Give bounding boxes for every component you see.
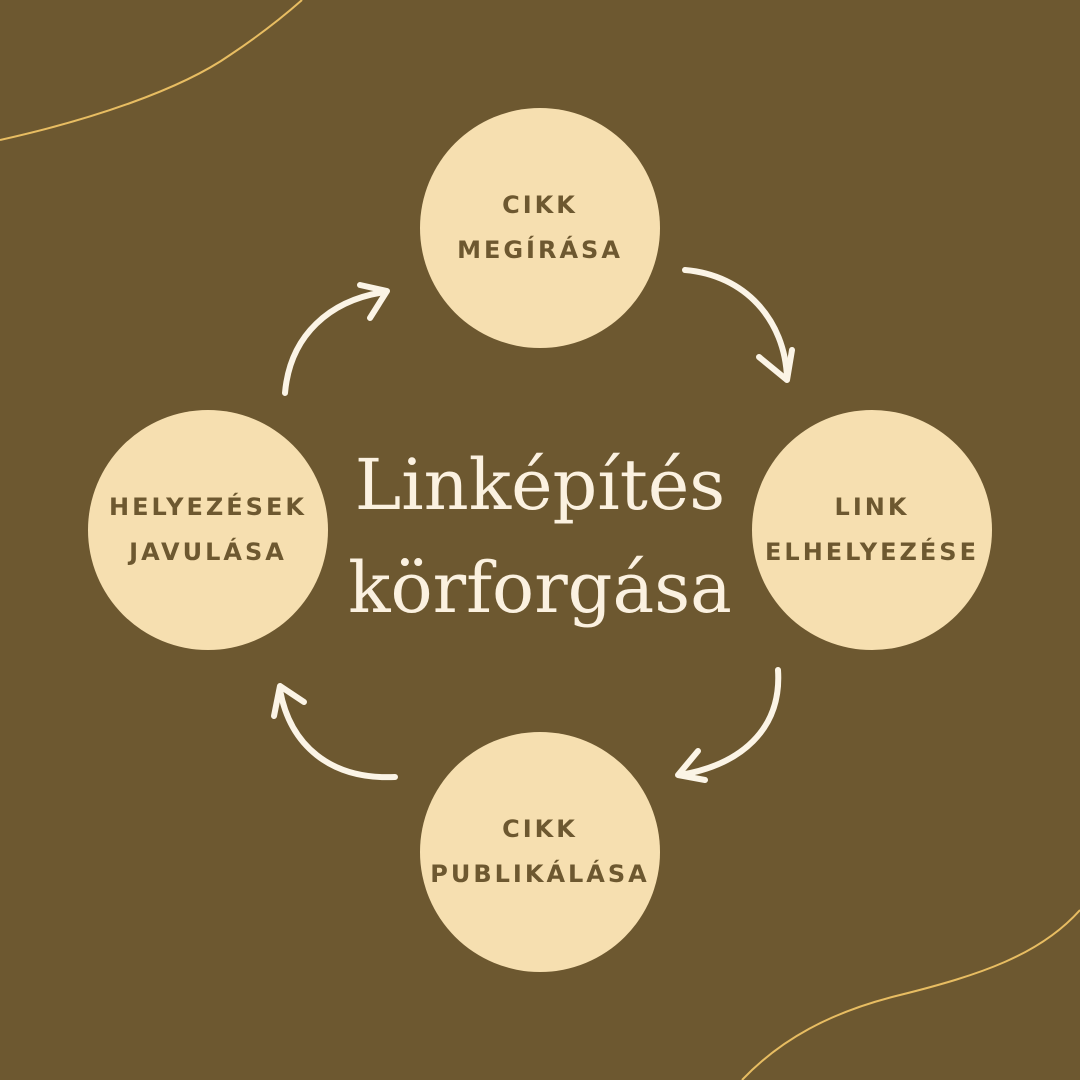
node-left-line-1: HELYEZÉSEK: [109, 493, 307, 521]
node-left-line-2: JAVULÁSA: [129, 538, 287, 566]
node-cikk-publikalasa: CIKK PUBLIKÁLÁSA: [420, 732, 660, 972]
arrow-bottom-to-left: [271, 683, 398, 781]
node-bottom-line-1: CIKK: [502, 815, 578, 843]
node-right-line-1: LINK: [834, 493, 910, 521]
node-bottom-line-2: PUBLIKÁLÁSA: [430, 860, 650, 888]
decor-curve-top-left: [0, 0, 303, 141]
node-cikk-megirasa: CIKK MEGÍRÁSA: [420, 108, 660, 348]
arrow-left-to-top: [282, 282, 390, 396]
node-helyezesek-javulasa: HELYEZÉSEK JAVULÁSA: [88, 410, 328, 650]
diagram-title-line-1: Linképítés: [354, 444, 726, 526]
node-right-line-2: ELHELYEZÉSE: [765, 538, 979, 566]
node-top-line-1: CIKK: [502, 191, 578, 219]
arrow-top-to-right: [682, 267, 795, 383]
diagram-title-line-2: körforgása: [348, 547, 732, 629]
node-top-line-2: MEGÍRÁSA: [457, 236, 623, 264]
arrow-right-to-bottom: [675, 667, 782, 783]
decor-curve-bottom-right: [741, 909, 1080, 1080]
node-link-elhelyezese: LINK ELHELYEZÉSE: [752, 410, 992, 650]
